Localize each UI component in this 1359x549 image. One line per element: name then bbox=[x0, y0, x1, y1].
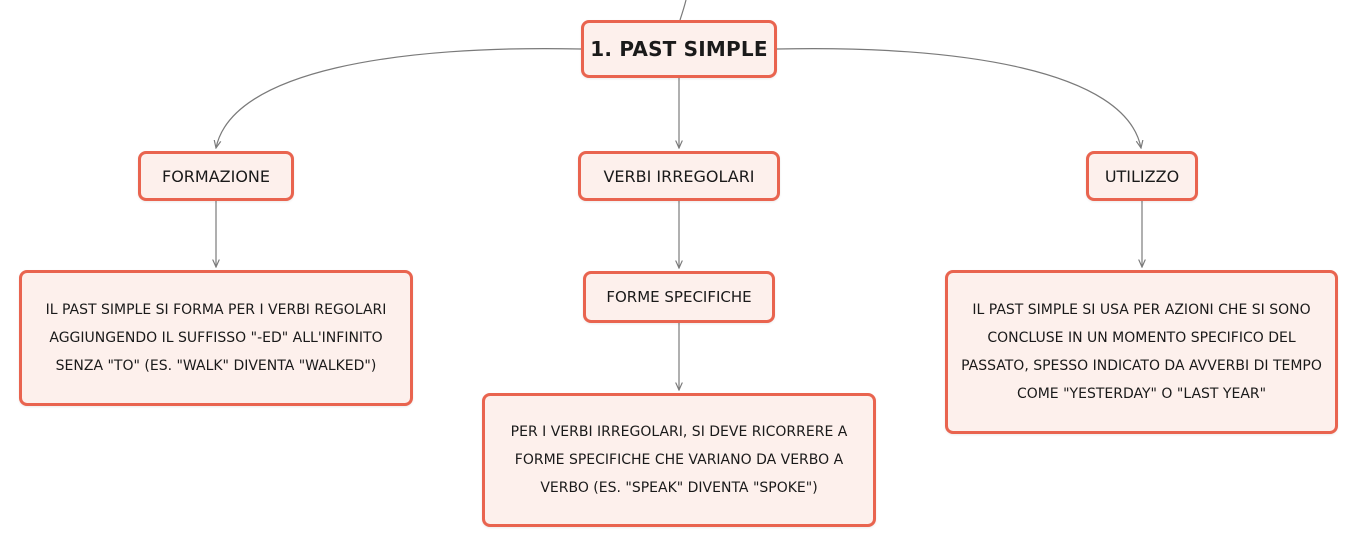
node-utilizzo[interactable]: UTILIZZO bbox=[1086, 151, 1198, 201]
node-forme-specifiche[interactable]: FORME SPECIFICHE bbox=[583, 271, 775, 323]
connector-root-to-formazione bbox=[216, 48, 582, 148]
node-verbi-irregolari[interactable]: VERBI IRREGOLARI bbox=[578, 151, 780, 201]
node-forme-specifiche-label: FORME SPECIFICHE bbox=[606, 288, 752, 306]
node-utilizzo-detail-text: IL PAST SIMPLE SI USA PER AZIONI CHE SI … bbox=[961, 302, 1322, 402]
node-formazione-label: FORMAZIONE bbox=[161, 166, 270, 186]
root-node-label: 1. PAST SIMPLE bbox=[590, 37, 768, 61]
connector-parent-to-root bbox=[679, 0, 687, 21]
connector-root-to-utilizzo bbox=[776, 48, 1141, 148]
node-forme-specifiche-detail[interactable]: PER I VERBI IRREGOLARI, SI DEVE RICORRER… bbox=[482, 393, 876, 527]
node-formazione-detail-text: IL PAST SIMPLE SI FORMA PER I VERBI REGO… bbox=[45, 302, 387, 374]
root-node[interactable]: 1. PAST SIMPLE bbox=[581, 20, 777, 78]
node-utilizzo-detail[interactable]: IL PAST SIMPLE SI USA PER AZIONI CHE SI … bbox=[945, 270, 1338, 434]
node-utilizzo-label: UTILIZZO bbox=[1104, 166, 1180, 186]
node-formazione-detail[interactable]: IL PAST SIMPLE SI FORMA PER I VERBI REGO… bbox=[19, 270, 413, 406]
node-formazione[interactable]: FORMAZIONE bbox=[138, 151, 294, 201]
node-forme-specifiche-detail-text: PER I VERBI IRREGOLARI, SI DEVE RICORRER… bbox=[510, 424, 848, 496]
node-verbi-irregolari-label: VERBI IRREGOLARI bbox=[603, 166, 755, 186]
